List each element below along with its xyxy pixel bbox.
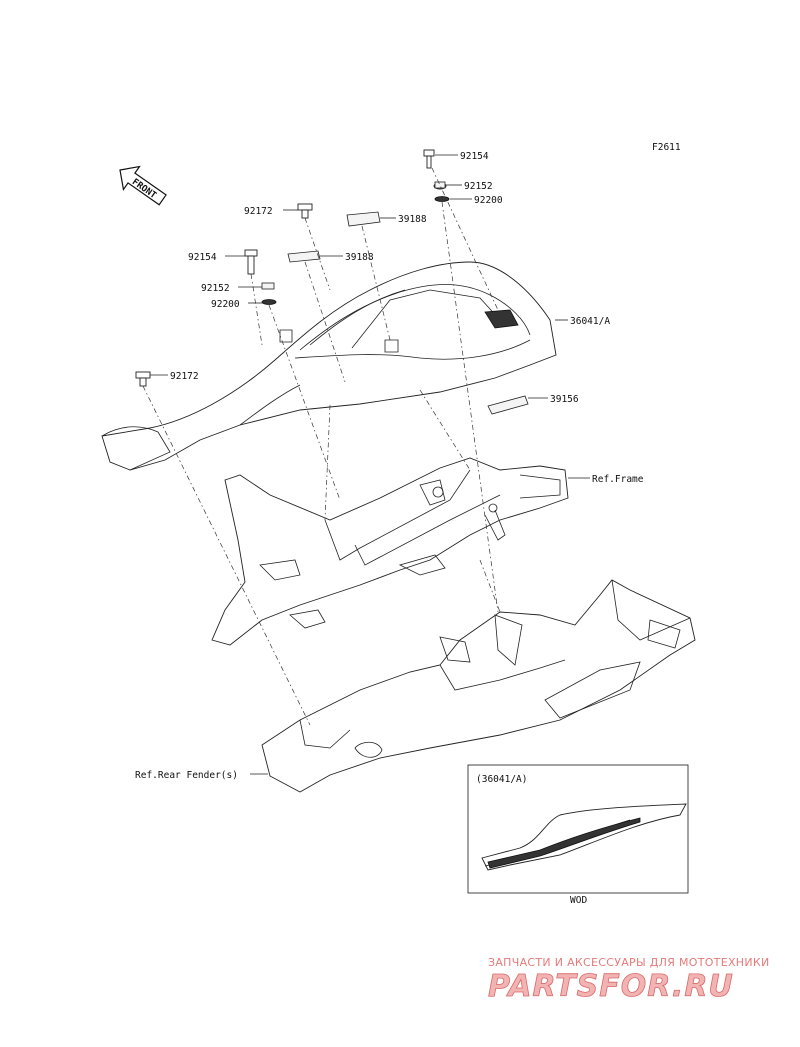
pad-39188-top <box>346 211 381 227</box>
label-92154-left: 92154 <box>188 252 217 263</box>
washer-92200-top <box>434 196 450 202</box>
watermark-brand: PARTSFOR.RU <box>488 969 734 1004</box>
seat-cover-part <box>101 261 557 471</box>
label-92200-top: 92200 <box>474 195 503 206</box>
inset-label: (36041/A) <box>476 774 527 785</box>
pad-39156 <box>487 395 529 415</box>
bolt-92154-left <box>244 249 258 275</box>
leader-lines <box>150 154 590 775</box>
inset-panel: (36041/A) WOD <box>467 764 689 906</box>
clip-92172-left <box>135 371 151 387</box>
collar-92152-left <box>261 282 275 290</box>
watermark: ЗАПЧАСТИ И АКСЕССУАРЫ ДЛЯ МОТОТЕХНИКИ PA… <box>488 956 770 1004</box>
label-92200-left: 92200 <box>211 299 240 310</box>
bolt-92154-top <box>423 149 435 169</box>
label-92172-top: 92172 <box>244 206 273 217</box>
assembly-lines <box>142 167 501 726</box>
label-92152-top: 92152 <box>464 181 493 192</box>
label-39188-top: 39188 <box>398 214 427 225</box>
label-92172-left: 92172 <box>170 371 199 382</box>
pad-39188-mid <box>287 250 321 263</box>
label-39156: 39156 <box>550 394 579 405</box>
watermark-tagline: ЗАПЧАСТИ И АКСЕССУАРЫ ДЛЯ МОТОТЕХНИКИ <box>488 956 770 969</box>
washer-92200-left <box>261 299 277 305</box>
label-92152-left: 92152 <box>201 283 230 294</box>
clip-92172-top <box>297 203 313 219</box>
inset-caption: WOD <box>570 895 587 906</box>
front-arrow-icon: FRONT <box>119 165 167 206</box>
figure-code: F2611 <box>652 142 681 153</box>
frame-part <box>211 457 569 646</box>
label-36041A: 36041/A <box>570 316 610 327</box>
rear-fender-part <box>261 579 696 793</box>
label-ref-frame: Ref.Frame <box>592 474 644 485</box>
label-ref-rear-fender: Ref.Rear Fender(s) <box>135 770 238 781</box>
label-39188-mid: 39188 <box>345 252 374 263</box>
label-92154-top: 92154 <box>460 151 489 162</box>
